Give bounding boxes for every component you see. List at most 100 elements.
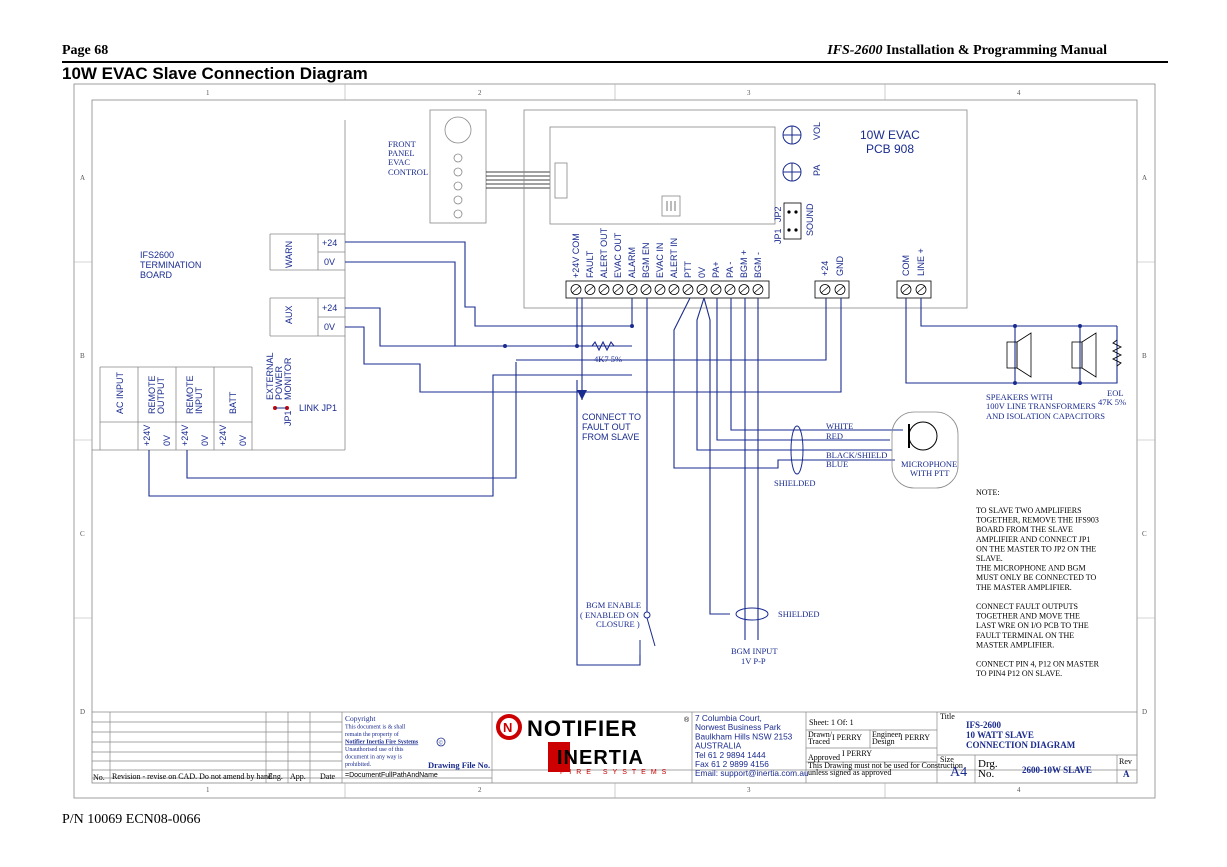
ext-power-1: EXTERNAL	[265, 352, 275, 400]
grid-col-1: 1	[206, 89, 210, 97]
bgm-input-2: 1V P-P	[741, 656, 766, 666]
speakers-label-3: AND ISOLATION CAPACITORS	[986, 411, 1105, 421]
pcb-jp1-label: JP1	[773, 228, 783, 244]
grid-col-4: 4	[1017, 89, 1021, 97]
ac-input-label: AC INPUT	[115, 371, 125, 414]
outer-frame	[73, 83, 1156, 799]
terminal-label: FAULT	[585, 250, 595, 278]
drawing-file-label: Drawing File No.	[428, 760, 490, 770]
notifier-n-glyph: N	[503, 720, 512, 735]
line-term-com: COM	[901, 255, 911, 276]
termination-board	[92, 120, 346, 451]
revision-header: Revision - revise on CAD. Do not amend b…	[112, 772, 272, 781]
link-jp1: LINK JP1	[299, 403, 337, 413]
terminal-screw	[570, 284, 582, 295]
termination-title-3: BOARD	[140, 270, 173, 280]
pin-batt-0v: 0V	[238, 435, 248, 446]
remote-input-label-1: REMOTE	[185, 375, 195, 414]
manual-title-model: IFS-2600	[827, 43, 883, 58]
eol-resistor	[1111, 339, 1123, 367]
bgm-enable-2: ( ENABLED ON	[580, 610, 639, 620]
pin-ac-0v: 0V	[162, 435, 172, 446]
pin-remote-24v: +24V	[180, 425, 190, 446]
inner-frame	[91, 99, 1138, 784]
drg-label-1: Drg.	[978, 758, 998, 770]
grid-col-3: 3	[747, 89, 751, 97]
engineer: I PERRY	[900, 733, 930, 742]
front-panel-leds	[453, 153, 463, 219]
eol-label-1: EOL	[1107, 388, 1124, 398]
connect-fault-3: FROM SLAVE	[582, 432, 639, 442]
termination-title-2: TERMINATION	[140, 260, 201, 270]
power-term-24: +24	[820, 261, 830, 276]
terminal-label: +24V COM	[571, 233, 581, 278]
terminal-screws	[570, 284, 764, 295]
remote-input-label: REMOTE INPUT	[185, 375, 204, 414]
rev-label: Rev	[1119, 757, 1132, 766]
terminal-com	[900, 284, 912, 295]
note-line: TOGETHER AND MOVE THE	[976, 612, 1080, 621]
terminal-screw	[668, 284, 680, 295]
terminal-label: BGM EN	[641, 242, 651, 278]
note-line: TOGETHER, REMOVE THE IFS903	[976, 516, 1099, 525]
header-rule	[62, 61, 1168, 63]
grid-row-c: C	[80, 530, 85, 538]
eol-label-2: 47K 5%	[1098, 397, 1126, 407]
drawing-title-2: 10 WATT SLAVE	[966, 730, 1034, 740]
copyright-line: document in any way is	[345, 755, 403, 761]
grid-row-b-right: B	[1142, 352, 1147, 360]
terminal-block-line	[896, 280, 932, 299]
pcb-dip-switch	[661, 195, 681, 217]
wire-junctions	[503, 324, 1082, 385]
pa-label: PA	[812, 165, 822, 176]
terminal-screw	[710, 284, 722, 295]
note-line: TO PIN4 P12 ON SLAVE.	[976, 669, 1062, 678]
terminal-screw	[738, 284, 750, 295]
pin-remote-0v: 0V	[200, 435, 210, 446]
speakers-label-2: 100V LINE TRANSFORMERS	[986, 401, 1096, 411]
notifier-wordmark: NOTIFIER	[527, 716, 638, 741]
speaker-2	[1071, 332, 1097, 378]
note-line: FAULT TERMINAL ON THE	[976, 631, 1074, 640]
bgm-switch-contact	[643, 611, 651, 619]
copyright-line: This document is & shall	[345, 725, 406, 731]
resistor-label: 4K7 5%	[594, 354, 622, 364]
vol-label: VOL	[812, 122, 822, 140]
terminal-screw	[696, 284, 708, 295]
pcb-ribbon-header	[554, 162, 568, 199]
mic-shielded-label: SHIELDED	[774, 478, 816, 488]
note-line: ON THE MASTER TO JP2 ON THE	[976, 544, 1096, 553]
terminal-screw	[752, 284, 764, 295]
line-term-lineplus: LINE +	[916, 248, 926, 276]
wire-black-shield: BLACK/SHIELD	[826, 450, 887, 460]
bgm-shielded-label: SHIELDED	[778, 609, 820, 619]
grid-row-b: B	[80, 352, 85, 360]
address-line: AUSTRALIA	[695, 741, 742, 751]
terminal-label: ALERT OUT	[599, 227, 609, 278]
file-path: =DocumentFullPathAndName	[345, 772, 438, 779]
mic-shield	[790, 425, 804, 475]
remote-output-label: REMOTE OUTPUT	[147, 375, 166, 414]
address-line: Fax 61 2 9899 4156	[695, 759, 769, 769]
grid-ticks	[74, 84, 1155, 798]
manual-title: IFS-2600 Installation & Programming Manu…	[827, 43, 1107, 59]
note-line: SLAVE.	[976, 554, 1003, 563]
terminal-screw	[584, 284, 596, 295]
note-line: MUST ONLY BE CONNECTED TO	[976, 573, 1096, 582]
termination-title-1: IFS2600	[140, 250, 174, 260]
note-lines: TO SLAVE TWO AMPLIFIERS TOGETHER, REMOVE…	[976, 506, 1100, 678]
microphone-enclosure	[891, 411, 959, 489]
drawn-traced-1: Drawn/	[808, 730, 833, 739]
jp2-label: JP2	[773, 206, 783, 222]
manual-title-rest: Installation & Programming Manual	[882, 43, 1107, 58]
terminal-label: PA+	[711, 261, 721, 278]
jp1-label: JP1	[283, 410, 293, 426]
rev-value: A	[1123, 769, 1130, 779]
note-line: LAST WRE ON I/O PCB TO THE	[976, 621, 1089, 630]
terminal-block-power	[814, 280, 850, 299]
revision-header: Date	[320, 772, 336, 781]
inertia-logo-mark	[548, 742, 570, 772]
grid-row-a: A	[80, 174, 85, 182]
front-panel-label-1: FRONT	[388, 139, 417, 149]
